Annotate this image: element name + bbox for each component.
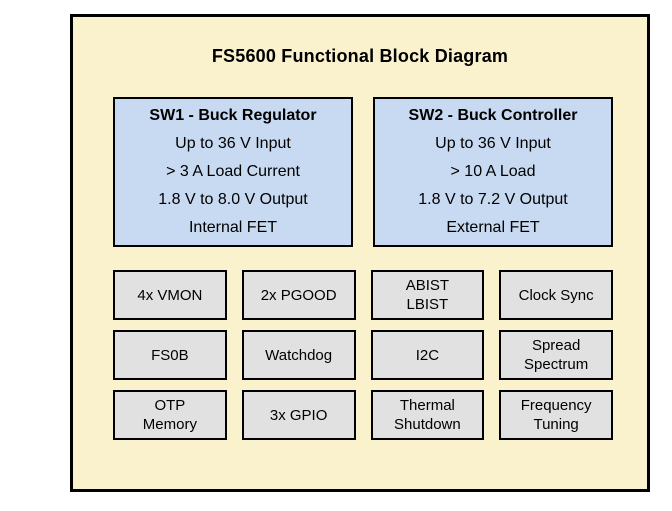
block-abist-lbist: ABIST LBIST (370, 270, 485, 320)
block-label: Thermal (399, 397, 455, 414)
block-thermal-shutdown: Thermal Shutdown (370, 390, 485, 440)
block-spread-spectrum: Spread Spectrum (499, 330, 613, 380)
block-label: Clock Sync (518, 286, 594, 304)
block-clock-sync: Clock Sync (499, 270, 613, 320)
block-label: Spectrum (524, 356, 589, 373)
block-3x-gpio: 3x GPIO (241, 390, 356, 440)
block-sw2-buck-controller: SW2 - Buck Controller Up to 36 V Input >… (373, 97, 613, 247)
block-label: ABIST (405, 277, 450, 294)
diagram-frame: FS5600 Functional Block Diagram SW1 - Bu… (70, 14, 650, 492)
sw2-title: SW2 - Buck Controller (408, 107, 578, 124)
sw2-line-input: Up to 36 V Input (435, 135, 551, 152)
block-label: I2C (415, 346, 440, 364)
sw1-line-input: Up to 36 V Input (175, 135, 291, 152)
block-label: Memory (142, 416, 197, 433)
block-watchdog: Watchdog (241, 330, 356, 380)
block-label: Spread (531, 337, 581, 354)
block-label: 4x VMON (137, 286, 203, 304)
diagram-title: FS5600 Functional Block Diagram (211, 46, 509, 66)
block-2x-pgood: 2x PGOOD (241, 270, 356, 320)
sw1-line-load: > 3 A Load Current (166, 163, 300, 180)
block-otp-memory: OTP Memory (113, 390, 227, 440)
sw1-title: SW1 - Buck Regulator (149, 107, 317, 124)
block-fs0b: FS0B (113, 330, 227, 380)
block-label: Shutdown (394, 416, 461, 433)
sw1-line-fet: Internal FET (188, 219, 278, 236)
block-label: OTP (154, 397, 186, 414)
block-label: 3x GPIO (269, 406, 328, 424)
block-label: Watchdog (265, 346, 333, 364)
sw2-line-fet: External FET (446, 219, 540, 236)
block-i2c: I2C (370, 330, 485, 380)
sw2-line-load: > 10 A Load (450, 163, 536, 180)
sw1-line-output: 1.8 V to 8.0 V Output (158, 191, 308, 208)
block-label: 2x PGOOD (260, 286, 337, 304)
block-label: FS0B (151, 346, 189, 364)
block-frequency-tuning: Frequency Tuning (499, 390, 613, 440)
block-4x-vmon: 4x VMON (113, 270, 227, 320)
block-label: LBIST (406, 296, 449, 313)
function-grid: 4x VMON 2x PGOOD ABIST LBIST Clock Sync … (113, 270, 613, 440)
block-label: Frequency (520, 397, 592, 414)
block-label: Tuning (533, 416, 579, 433)
sw2-line-output: 1.8 V to 7.2 V Output (418, 191, 568, 208)
block-sw1-buck-regulator: SW1 - Buck Regulator Up to 36 V Input > … (113, 97, 353, 247)
